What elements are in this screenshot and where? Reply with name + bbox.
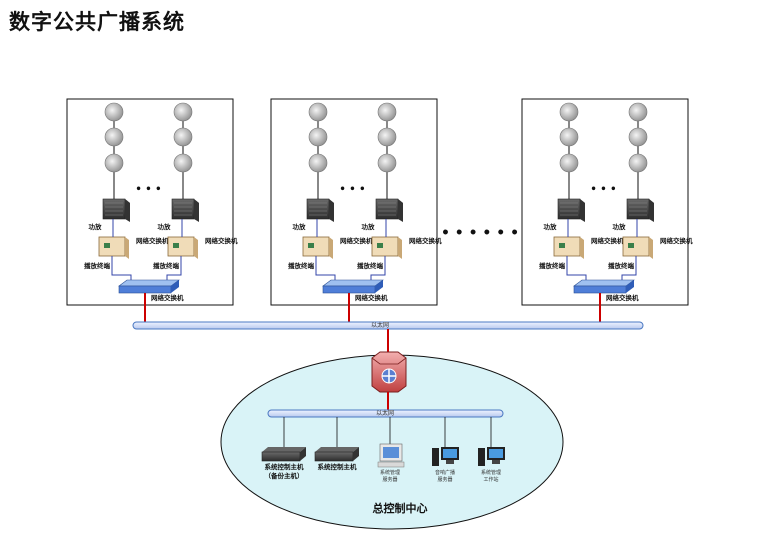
speaker-icon bbox=[308, 102, 328, 122]
control-center-bus bbox=[267, 409, 504, 418]
zone-switch-label: 网络交换机 bbox=[205, 236, 238, 245]
amplifier-icon bbox=[557, 198, 585, 222]
zone-switch-label: 网络交换机 bbox=[660, 236, 693, 245]
main-switch-label: 网络交换机 bbox=[606, 293, 639, 302]
playback-terminal-icon bbox=[371, 236, 402, 259]
terminal-label: 播放终端 bbox=[608, 261, 635, 270]
speaker-icon bbox=[308, 153, 328, 173]
control-host-device: 系统控制主机 bbox=[314, 417, 359, 471]
amplifier-label: 功放 bbox=[293, 222, 307, 231]
between-zones-ellipsis: • • • • • • bbox=[441, 225, 519, 241]
page-title: 数字公共广播系统 bbox=[9, 10, 185, 34]
speaker-icon bbox=[308, 127, 328, 147]
speaker-column-ellipsis: • • • bbox=[590, 184, 616, 195]
zone-main-switch-icon bbox=[118, 279, 180, 294]
speaker-icon bbox=[173, 153, 193, 173]
amplifier-icon bbox=[306, 198, 334, 222]
speaker-icon bbox=[104, 153, 124, 173]
terminal-label: 播放终端 bbox=[84, 261, 111, 270]
amplifier-icon bbox=[375, 198, 403, 222]
tower-icon bbox=[432, 448, 439, 466]
speaker-column-ellipsis: • • • bbox=[339, 184, 365, 195]
amplifier-label: 功放 bbox=[89, 222, 103, 231]
amplifier-label: 功放 bbox=[362, 222, 376, 231]
control-center-bus-label: 以太网 bbox=[376, 409, 394, 417]
device-sublabel: 服务器 bbox=[437, 476, 452, 483]
playback-terminal-icon bbox=[622, 236, 653, 259]
amplifier-label: 功放 bbox=[158, 222, 172, 231]
speaker-icon bbox=[173, 127, 193, 147]
device-label: 系统控制主机 bbox=[265, 462, 305, 471]
speaker-icon bbox=[559, 153, 579, 173]
tower-icon bbox=[478, 448, 485, 466]
speaker-icon bbox=[377, 127, 397, 147]
device-label: 系统管理 bbox=[380, 469, 400, 476]
speaker-icon bbox=[104, 102, 124, 122]
zone-main-switch-icon bbox=[573, 279, 635, 294]
zone-switch-label: 网络交换机 bbox=[591, 236, 624, 245]
device-label: 系统控制主机 bbox=[318, 462, 358, 471]
speaker-icon bbox=[173, 102, 193, 122]
device-sublabel: 工作站 bbox=[483, 476, 498, 483]
speaker-icon bbox=[559, 127, 579, 147]
playback-terminal-icon bbox=[302, 236, 333, 259]
main-switch-label: 网络交换机 bbox=[355, 293, 388, 302]
zone-switch-label: 网络交换机 bbox=[409, 236, 442, 245]
amplifier-icon bbox=[102, 198, 130, 222]
speaker-icon bbox=[628, 127, 648, 147]
speaker-icon bbox=[628, 102, 648, 122]
speaker-icon bbox=[628, 153, 648, 173]
speaker-icon bbox=[559, 102, 579, 122]
speaker-icon bbox=[377, 102, 397, 122]
terminal-label: 播放终端 bbox=[288, 261, 315, 270]
device-label: 系统管理 bbox=[481, 469, 501, 476]
zone-switch-label: 网络交换机 bbox=[340, 236, 373, 245]
main-switch-label: 网络交换机 bbox=[151, 293, 184, 302]
amplifier-icon bbox=[626, 198, 654, 222]
playback-terminal-icon bbox=[553, 236, 584, 259]
amplifier-icon bbox=[171, 198, 199, 222]
speaker-column-ellipsis: • • • bbox=[135, 184, 161, 195]
control-center-caption: 总控制中心 bbox=[373, 501, 428, 515]
amplifier-label: 功放 bbox=[613, 222, 627, 231]
playback-terminal-icon bbox=[167, 236, 198, 259]
speaker-icon bbox=[377, 153, 397, 173]
zone-main-switch-icon bbox=[322, 279, 384, 294]
control-host-device: 系统控制主机（备份主机） bbox=[261, 417, 306, 480]
terminal-label: 播放终端 bbox=[153, 261, 180, 270]
terminal-label: 播放终端 bbox=[357, 261, 384, 270]
device-label: 音响广播 bbox=[435, 469, 455, 476]
device-sublabel: 服务器 bbox=[382, 476, 397, 483]
speaker-icon bbox=[104, 127, 124, 147]
device-sublabel: （备份主机） bbox=[265, 471, 304, 480]
terminal-label: 播放终端 bbox=[539, 261, 566, 270]
backbone-label: 以太网 bbox=[371, 321, 389, 329]
zone-switch-label: 网络交换机 bbox=[136, 236, 169, 245]
core-router bbox=[371, 351, 407, 393]
amplifier-label: 功放 bbox=[544, 222, 558, 231]
playback-terminal-icon bbox=[98, 236, 129, 259]
